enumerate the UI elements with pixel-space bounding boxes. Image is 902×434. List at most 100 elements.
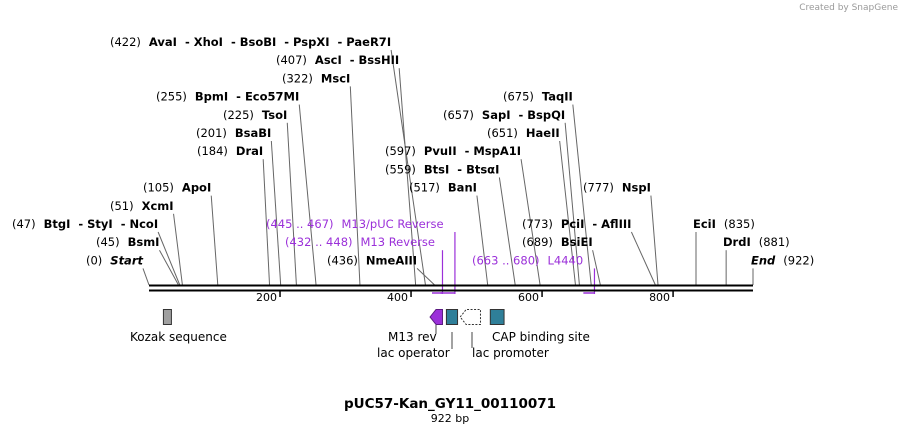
site-label: EciI(835) xyxy=(693,217,755,231)
primer-label: (663 .. 680)L4440 xyxy=(472,253,583,267)
site-407-asci-bsshii[interactable]: (407)AscI- BssHII xyxy=(276,53,417,286)
site-689-bsiei[interactable]: (689) BsiEI xyxy=(522,235,601,286)
site-201-bsabi[interactable]: (201) BsaBI xyxy=(196,126,282,286)
site-517-bani[interactable]: (517)BanI xyxy=(409,181,489,286)
site-label: (0) Start xyxy=(86,253,144,267)
site-connector xyxy=(159,249,179,286)
primer-name: L4440 xyxy=(548,253,584,267)
site-label: (201) BsaBI xyxy=(196,126,271,140)
site-422-avai-xhoi-bsobi-pspxi-paer7i[interactable]: (422)AvaI- XhoI- BsoBI- PspXI- PaeR7I xyxy=(110,35,426,286)
enzyme-name: - Eco57MI xyxy=(236,90,299,104)
site-651-haeii[interactable]: (651)HaeII xyxy=(487,126,576,286)
cut-position: (255) xyxy=(156,90,187,104)
site-322-msci[interactable]: (322)MscI xyxy=(282,71,361,286)
site-drdi-881[interactable]: DrdI(881) xyxy=(723,235,790,285)
site-label: (45)BsmI xyxy=(96,235,159,249)
feature-arrow xyxy=(459,309,481,325)
feature-cap-binding-site[interactable]: CAP binding site xyxy=(489,309,590,345)
site-connector xyxy=(210,195,219,286)
enzyme-name: - BssHII xyxy=(350,53,399,67)
enzyme-name: NmeAIII xyxy=(366,253,417,267)
enzyme-name: BsaBI xyxy=(235,126,271,140)
enzyme-name: TsoI xyxy=(262,108,287,122)
feature-shape xyxy=(162,309,172,325)
site-connector xyxy=(262,159,271,286)
site-label: (651)HaeII xyxy=(487,126,560,140)
cut-position: (835) xyxy=(724,217,755,231)
cut-position: (225) xyxy=(223,108,254,122)
primer-name: M13/pUC Reverse xyxy=(342,217,444,231)
enzyme-name: - XhoI xyxy=(185,35,223,49)
site-label: (225) TsoI xyxy=(223,108,287,122)
site-51-xcmi[interactable]: (51)XcmI xyxy=(110,199,183,286)
site-connector xyxy=(498,177,516,286)
site-connector xyxy=(630,231,656,286)
site-255-bpmi-eco57mi[interactable]: (255) BpmI - Eco57MI xyxy=(156,90,317,286)
enzyme-name: BsiEI xyxy=(561,235,593,249)
site-657-sapi-bspqi[interactable]: (657)SapI- BspQI xyxy=(443,108,580,286)
primers: (445 .. 467)M13/pUC Reverse(432 .. 448)M… xyxy=(266,217,596,294)
enzyme-name: - BsoBI xyxy=(231,35,276,49)
enzyme-name: - PaeR7I xyxy=(338,35,392,49)
site-559-btsi-bts-i[interactable]: (559)BtsI- BtsαI xyxy=(385,162,516,286)
primer-l4440[interactable]: (663 .. 680)L4440 xyxy=(472,253,596,294)
enzyme-name: HaeII xyxy=(526,126,560,140)
enzyme-name: ApoI xyxy=(182,181,211,195)
site-connector xyxy=(572,104,592,286)
site-connector xyxy=(270,140,282,286)
site-label: End(922) xyxy=(751,253,814,267)
site-connector xyxy=(157,231,181,286)
site-label: (51)XcmI xyxy=(110,199,174,213)
site-184-drai[interactable]: (184)DraI xyxy=(197,144,271,286)
enzyme-name: DraI xyxy=(236,144,263,158)
feature-m13-rev[interactable]: M13 rev xyxy=(388,309,443,345)
site-label: (407)AscI- BssHII xyxy=(276,53,399,67)
enzyme-name: - BspQI xyxy=(518,108,565,122)
site-225-tsoi[interactable]: (225) TsoI xyxy=(223,108,297,286)
enzyme-name: BpmI xyxy=(195,90,228,104)
primer-m13-puc-reverse[interactable]: (445 .. 467)M13/pUC Reverse xyxy=(266,217,456,294)
site-ecii-835[interactable]: EciI(835) xyxy=(693,217,755,285)
site-0-start[interactable]: (0) Start xyxy=(86,253,150,286)
cut-position: (436) xyxy=(327,253,358,267)
cut-position: (517) xyxy=(409,181,440,195)
cut-position: (0) xyxy=(86,253,102,267)
cut-position: (201) xyxy=(196,126,227,140)
site-label: (777)NspI xyxy=(583,181,651,195)
sequence-backbone xyxy=(149,284,753,292)
site-label: (597)PvuII- MspA1I xyxy=(385,144,521,158)
tick-400: 400 xyxy=(387,291,412,304)
site-777-nspi[interactable]: (777)NspI xyxy=(583,181,659,286)
feature-kozak-sequence[interactable]: Kozak sequence xyxy=(130,309,227,345)
site-45-bsmi[interactable]: (45)BsmI xyxy=(96,235,179,286)
site-597-pvuii-mspa1i[interactable]: (597)PvuII- MspA1I xyxy=(385,144,541,286)
site-105-apoi[interactable]: (105) ApoI xyxy=(143,181,219,286)
tick-label: 400 xyxy=(387,291,408,304)
feature-shape xyxy=(489,309,505,325)
primer-range: (432 .. 448) xyxy=(285,235,353,249)
cut-position: (657) xyxy=(443,108,474,122)
cut-position: (773) xyxy=(522,217,553,231)
cut-position: (689) xyxy=(522,235,553,249)
cut-position: (675) xyxy=(503,90,534,104)
enzyme-name: Start xyxy=(110,253,143,267)
cut-position: (922) xyxy=(783,253,814,267)
cut-position: (105) xyxy=(143,181,174,195)
site-end-922[interactable]: End(922) xyxy=(751,253,814,285)
site-773-pcii-afliii[interactable]: (773)PciI- AflIII xyxy=(522,217,656,286)
site-label: DrdI(881) xyxy=(723,235,790,249)
feature-lac-promoter[interactable]: lac promoter xyxy=(459,309,549,361)
cut-position: (777) xyxy=(583,181,614,195)
tick-600: 600 xyxy=(518,291,543,304)
site-436-nmeaiii[interactable]: (436) NmeAIII xyxy=(327,253,435,286)
site-label: (675)TaqII xyxy=(503,90,573,104)
site-connector xyxy=(476,195,489,286)
feature-lac-operator[interactable]: lac operator xyxy=(377,309,459,361)
site-675-taqii[interactable]: (675)TaqII xyxy=(503,90,592,286)
enzyme-name: DrdI xyxy=(723,235,751,249)
primer-m13-reverse[interactable]: (432 .. 448)M13 Reverse xyxy=(285,235,444,294)
site-47-btgi-styi-ncoi[interactable]: (47)BtgI- StyI- NcoI xyxy=(12,217,181,286)
